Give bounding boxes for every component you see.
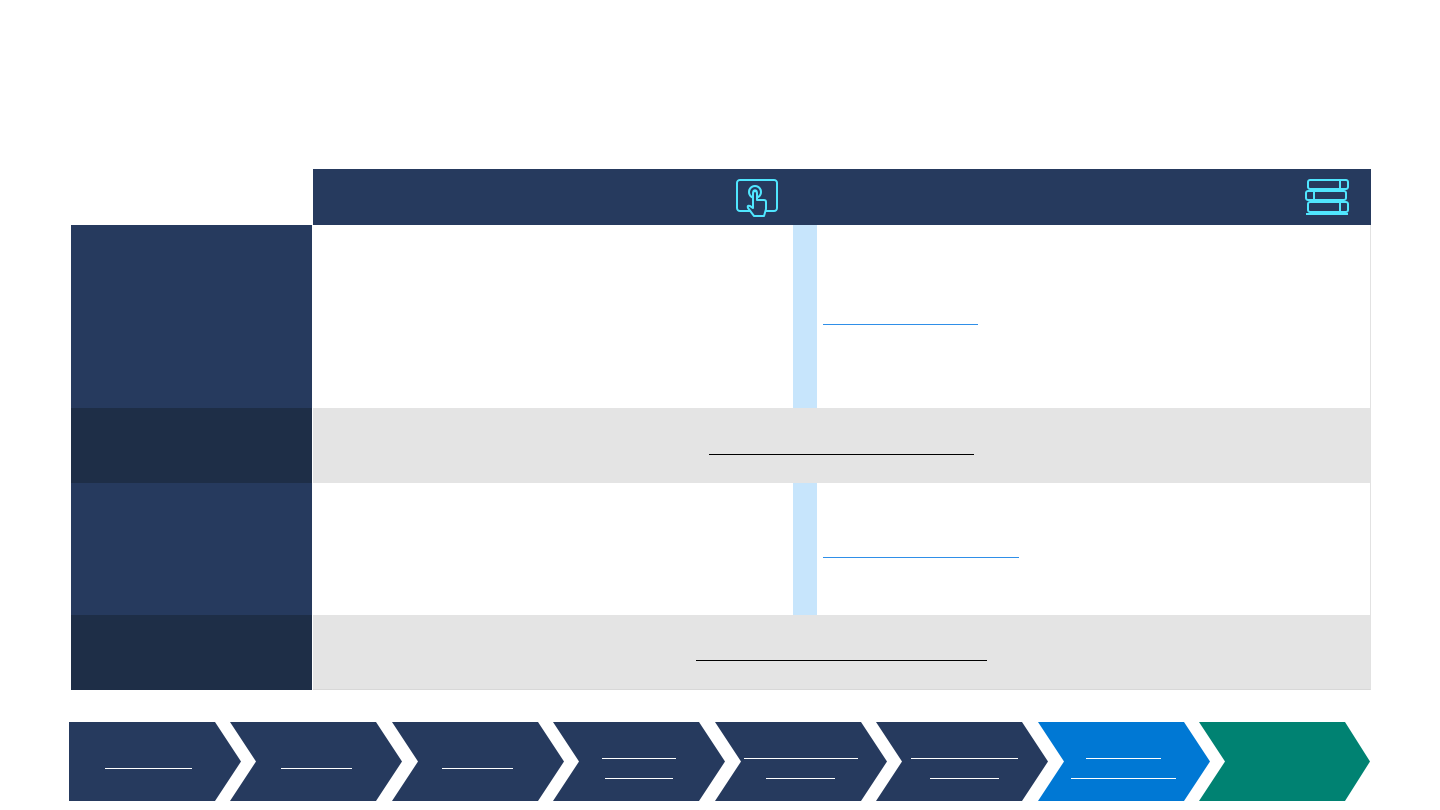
merged-link-1[interactable] — [709, 454, 974, 455]
process-step-3[interactable] — [392, 722, 564, 801]
row-content-4 — [313, 615, 1371, 690]
step-label — [281, 768, 352, 769]
resource-link-1[interactable] — [823, 324, 978, 325]
process-step-2[interactable] — [230, 722, 402, 801]
step-label-line-2 — [930, 778, 999, 779]
row-content-1 — [313, 225, 1371, 408]
row-content-3 — [313, 483, 1371, 615]
row-label-1 — [71, 225, 312, 408]
process-step-6[interactable] — [876, 722, 1048, 801]
step-label — [744, 758, 858, 759]
process-step-4[interactable] — [553, 722, 725, 801]
row-label-2 — [71, 408, 312, 483]
merged-link-2[interactable] — [696, 660, 987, 661]
column-divider — [793, 483, 817, 615]
row-content-2 — [313, 408, 1371, 483]
step-label — [105, 768, 192, 769]
step-label-line-2 — [766, 778, 835, 779]
step-label — [911, 758, 1018, 759]
process-step-5[interactable] — [715, 722, 887, 801]
resource-link-2[interactable] — [823, 557, 1019, 558]
row-label-4 — [71, 615, 312, 690]
step-label-line-2 — [605, 778, 673, 779]
table-header — [313, 169, 1371, 225]
touch-screen-icon — [736, 179, 778, 217]
step-label-line-2 — [1071, 778, 1176, 779]
step-label — [1086, 758, 1161, 759]
process-step-1[interactable] — [69, 722, 241, 801]
process-step-7-active[interactable] — [1038, 722, 1210, 801]
column-divider — [793, 225, 817, 408]
books-icon — [1305, 179, 1349, 215]
step-label — [442, 768, 513, 769]
step-label — [602, 758, 676, 759]
process-step-8-final[interactable] — [1199, 722, 1371, 801]
row-label-3 — [71, 483, 312, 615]
